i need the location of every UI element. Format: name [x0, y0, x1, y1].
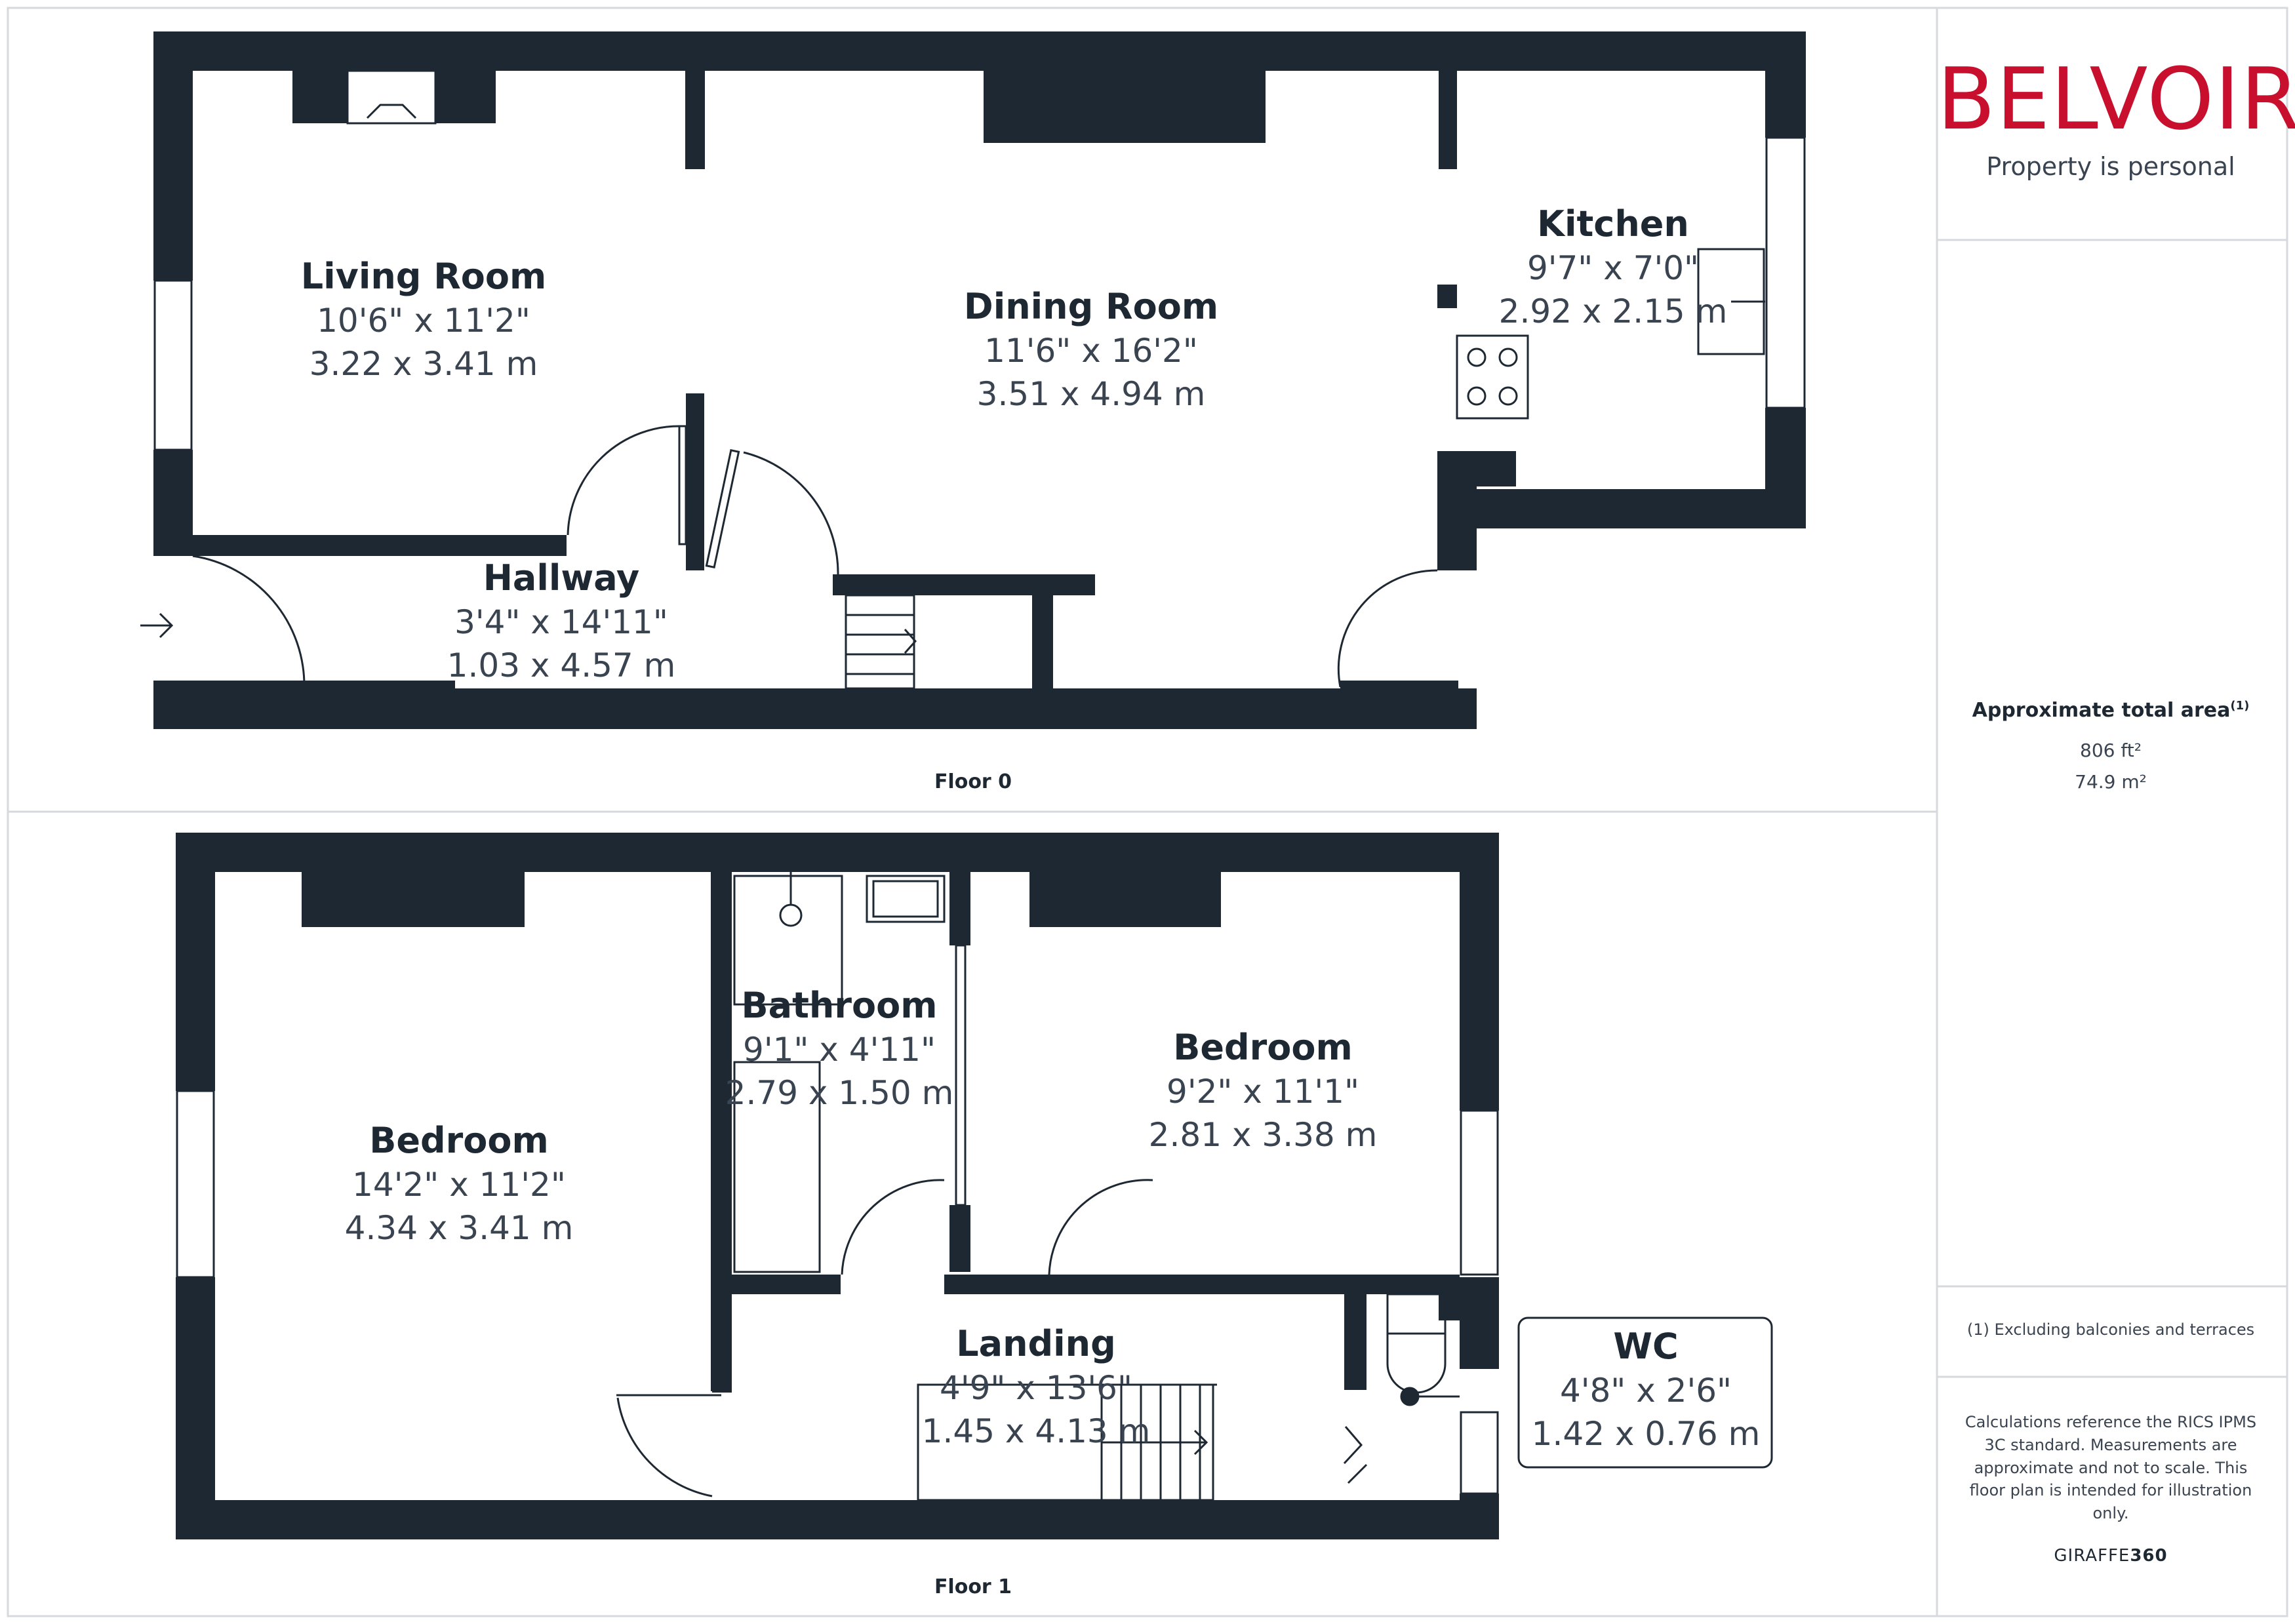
floor-1-plan — [176, 833, 1773, 1539]
area-title-text: Approximate total area — [1972, 699, 2231, 722]
room-name: Hallway — [483, 557, 640, 599]
area-metric: 74.9 m² — [2075, 771, 2147, 793]
room-name: Kitchen — [1537, 203, 1689, 245]
room-name: Living Room — [301, 256, 547, 297]
room-dimensions-metric: 1.42 x 0.76 m — [1532, 1415, 1761, 1453]
entrance-arrow-icon — [140, 612, 174, 639]
floor-1-walls — [176, 833, 1499, 1539]
room-dimensions-metric: 3.22 x 3.41 m — [309, 345, 538, 383]
room-dimensions-imperial: 9'1" x 4'11" — [743, 1031, 936, 1069]
area-imperial: 806 ft² — [2080, 740, 2142, 761]
brand-bold: 360 — [2130, 1546, 2168, 1566]
floor-0-plan — [140, 31, 1806, 729]
room-name: Bedroom — [369, 1120, 549, 1161]
area-footnote: (1) Excluding balconies and terraces — [1966, 1320, 2255, 1339]
floor-label: Floor 1 — [934, 1575, 1012, 1598]
page-dividers — [7, 7, 2288, 1617]
room-name: Bedroom — [1173, 1027, 1353, 1068]
room-dimensions-metric: 4.34 x 3.41 m — [345, 1209, 574, 1247]
room-dimensions-imperial: 9'7" x 7'0" — [1527, 249, 1699, 287]
room-dimensions-metric: 3.51 x 4.94 m — [977, 375, 1206, 413]
giraffe360-brand: GIRAFFE360 — [1937, 1546, 2285, 1566]
room-dimensions-imperial: 4'8" x 2'6" — [1560, 1372, 1732, 1410]
wc-label-box — [1517, 1317, 1773, 1469]
room-dimensions-imperial: 4'9" x 13'6" — [940, 1369, 1132, 1407]
room-dimensions-imperial: 14'2" x 11'2" — [352, 1166, 566, 1204]
floor-label: Floor 0 — [934, 770, 1012, 793]
tagline: Property is personal — [1986, 152, 2235, 181]
floor-0-walls — [153, 31, 1806, 729]
floor-0-doors — [192, 425, 1438, 688]
room-name: WC — [1613, 1326, 1678, 1367]
belvoir-logo: BELVOIR! — [1937, 49, 2295, 149]
room-dimensions-metric: 2.92 x 2.15 m — [1499, 292, 1728, 330]
room-name: Bathroom — [742, 985, 938, 1026]
room-name: Dining Room — [964, 286, 1218, 327]
room-labels: Living Room 10'6" x 11'2" 3.22 x 3.41 m Din… — [301, 203, 1761, 1598]
room-dimensions-imperial: 10'6" x 11'2" — [317, 302, 530, 340]
floor-1-fixtures — [733, 872, 1460, 1501]
area-note-marker: (1) — [2230, 699, 2250, 713]
room-dimensions-metric: 1.03 x 4.57 m — [447, 646, 676, 684]
room-dimensions-imperial: 3'4" x 14'11" — [454, 603, 668, 641]
room-dimensions-imperial: 11'6" x 16'2" — [984, 332, 1198, 370]
area-title: Approximate total area(1) — [1937, 699, 2285, 722]
brand-light: GIRAFFE — [2054, 1546, 2130, 1566]
floor-0-fixtures — [346, 69, 1765, 690]
floor-0-windows — [153, 136, 1806, 451]
room-dimensions-metric: 1.45 x 4.13 m — [922, 1412, 1151, 1450]
room-dimensions-imperial: 9'2" x 11'1" — [1167, 1073, 1359, 1111]
room-dimensions-metric: 2.81 x 3.38 m — [1149, 1116, 1378, 1154]
floor-1-windows — [176, 944, 1499, 1495]
floor-1-doors — [616, 1179, 1153, 1497]
room-name: Landing — [956, 1323, 1116, 1364]
room-dimensions-metric: 2.79 x 1.50 m — [725, 1074, 954, 1112]
disclaimer: Calculations reference the RICS IPMS 3C … — [1965, 1413, 2257, 1523]
